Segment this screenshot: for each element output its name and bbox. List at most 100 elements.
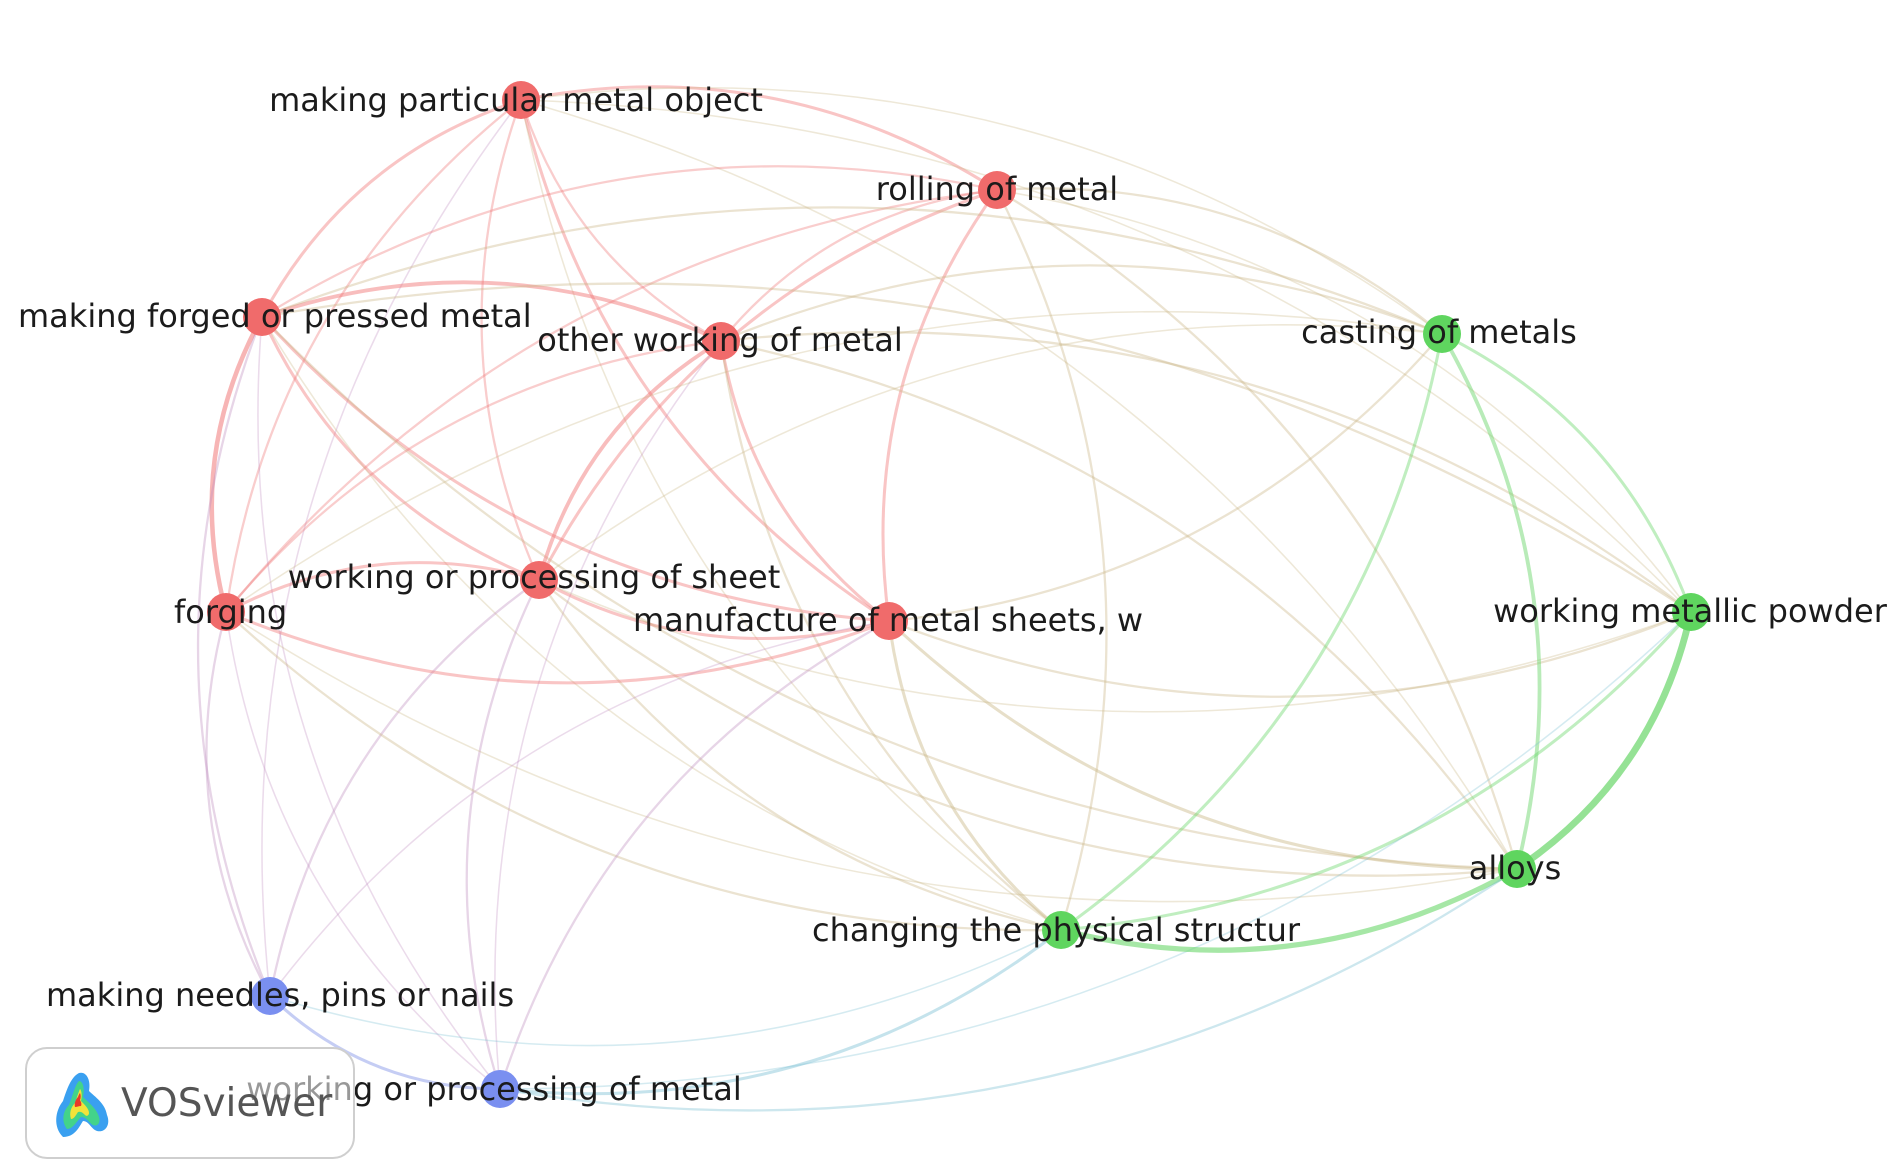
node-label-physical: changing the physical structur bbox=[812, 911, 1301, 949]
link-forged-otherwork bbox=[261, 280, 722, 343]
link-forged-manufacture bbox=[260, 315, 890, 623]
node-rolling[interactable] bbox=[978, 171, 1016, 209]
link-particular-manufacture bbox=[519, 99, 890, 623]
link-particular-rolling bbox=[520, 85, 998, 192]
link-manufacture-needles bbox=[269, 620, 890, 997]
node-powder[interactable] bbox=[1672, 593, 1710, 631]
node-casting[interactable] bbox=[1423, 315, 1461, 353]
link-forging-manufacture bbox=[225, 610, 890, 685]
link-manufacture-physical bbox=[887, 620, 1062, 932]
vosviewer-brand-box: VOSviewer bbox=[25, 1047, 355, 1159]
link-particular-forging bbox=[224, 99, 522, 613]
link-rolling-casting bbox=[996, 187, 1443, 335]
labels-layer: making particular metal object rolling of… bbox=[18, 81, 1888, 1108]
link-sheet-alloys bbox=[538, 579, 1518, 877]
link-sheet-metalproc bbox=[465, 579, 541, 1090]
node-needles[interactable] bbox=[251, 977, 289, 1015]
link-alloys-metalproc bbox=[499, 868, 1518, 1112]
link-otherwork-metalproc bbox=[494, 340, 722, 1090]
link-otherwork-physical bbox=[719, 340, 1062, 931]
link-forging-physical bbox=[225, 611, 1062, 932]
link-particular-needles bbox=[261, 99, 522, 997]
node-label-otherwork: other working of metal bbox=[537, 321, 902, 359]
link-particular-otherwork bbox=[519, 99, 722, 343]
link-particular-powder bbox=[520, 99, 1692, 613]
node-label-casting: casting of metals bbox=[1301, 313, 1577, 351]
link-forging-needles bbox=[205, 611, 272, 997]
node-otherwork[interactable] bbox=[702, 322, 740, 360]
link-rolling-manufacture bbox=[881, 189, 999, 622]
node-metalproc[interactable] bbox=[481, 1070, 519, 1108]
link-forged-metalproc bbox=[257, 316, 501, 1090]
node-sheet[interactable] bbox=[520, 561, 558, 599]
link-otherwork-powder bbox=[720, 331, 1692, 613]
node-manufacture[interactable] bbox=[870, 602, 908, 640]
link-particular-sheet bbox=[480, 99, 541, 581]
link-rolling-sheet bbox=[537, 188, 998, 581]
link-alloys-physical bbox=[1060, 866, 1519, 953]
link-forged-forging bbox=[209, 315, 264, 613]
node-forging[interactable] bbox=[207, 593, 245, 631]
node-particular[interactable] bbox=[502, 81, 540, 119]
node-label-alloys: alloys bbox=[1469, 849, 1562, 887]
link-powder-physical bbox=[1060, 610, 1693, 932]
link-sheet-physical bbox=[538, 579, 1062, 932]
node-label-forged: making forged or pressed metal bbox=[18, 297, 532, 335]
link-rolling-forging bbox=[225, 188, 998, 613]
link-particular-physical bbox=[520, 99, 1062, 931]
link-manufacture-metalproc bbox=[498, 619, 890, 1090]
link-particular-casting bbox=[520, 86, 1443, 335]
node-label-rolling: rolling of metal bbox=[876, 170, 1118, 208]
link-otherwork-casting bbox=[720, 264, 1443, 343]
link-powder-metalproc bbox=[499, 611, 1692, 1090]
vosviewer-logo-icon bbox=[56, 1072, 109, 1137]
link-rolling-alloys bbox=[996, 189, 1519, 870]
links-layer bbox=[196, 85, 1695, 1112]
link-sheet-forging bbox=[225, 561, 540, 614]
link-forging-alloys bbox=[225, 611, 1518, 903]
link-casting-physical bbox=[1060, 333, 1444, 932]
node-label-forging: forging bbox=[174, 593, 287, 631]
node-label-particular: making particular metal object bbox=[269, 81, 763, 119]
link-casting-alloys bbox=[1440, 333, 1542, 870]
vosviewer-brand-name: VOSviewer bbox=[121, 1080, 333, 1126]
link-forged-alloys bbox=[261, 316, 1518, 871]
link-forging-casting bbox=[225, 310, 1443, 613]
link-needles-metalproc bbox=[268, 994, 501, 1091]
link-rolling-otherwork bbox=[720, 188, 998, 342]
link-rolling-physical bbox=[995, 189, 1108, 931]
link-forged-powder bbox=[261, 282, 1692, 613]
link-particular-alloys bbox=[520, 99, 1518, 870]
link-powder-alloys bbox=[1515, 611, 1695, 872]
link-rolling-forged bbox=[261, 165, 998, 318]
link-sheet-manufacture bbox=[538, 578, 890, 641]
link-forging-metalproc bbox=[225, 611, 501, 1090]
link-manufacture-casting bbox=[888, 333, 1443, 623]
link-sheet-powder bbox=[538, 579, 1692, 713]
link-forged-casting bbox=[261, 206, 1443, 336]
link-particular-forged bbox=[260, 98, 522, 318]
node-physical[interactable] bbox=[1042, 911, 1080, 949]
node-label-needles: making needles, pins or nails bbox=[46, 976, 514, 1014]
node-forged[interactable] bbox=[243, 298, 281, 336]
link-sheet-casting bbox=[538, 324, 1443, 581]
nodes-layer bbox=[207, 81, 1710, 1108]
link-manufacture-powder bbox=[888, 610, 1692, 698]
link-rolling-powder bbox=[996, 189, 1692, 613]
link-otherwork-alloys bbox=[720, 339, 1518, 870]
link-otherwork-manufacture bbox=[719, 340, 890, 623]
node-alloys[interactable] bbox=[1498, 850, 1536, 888]
node-label-sheet: working or processing of sheet bbox=[288, 558, 781, 596]
link-physical-metalproc bbox=[499, 928, 1062, 1096]
link-forged-physical bbox=[261, 316, 1062, 931]
node-label-powder: working metallic powder bbox=[1493, 592, 1888, 630]
link-casting-powder bbox=[1441, 332, 1693, 613]
link-manufacture-alloys bbox=[887, 619, 1518, 871]
node-label-manufacture: manufacture of metal sheets, w bbox=[633, 601, 1143, 639]
link-otherwork-forging bbox=[225, 339, 722, 613]
link-forged-needles bbox=[196, 316, 272, 997]
link-forged-sheet bbox=[260, 316, 540, 582]
link-physical-needles bbox=[269, 929, 1062, 1047]
link-sheet-needles bbox=[268, 579, 540, 997]
